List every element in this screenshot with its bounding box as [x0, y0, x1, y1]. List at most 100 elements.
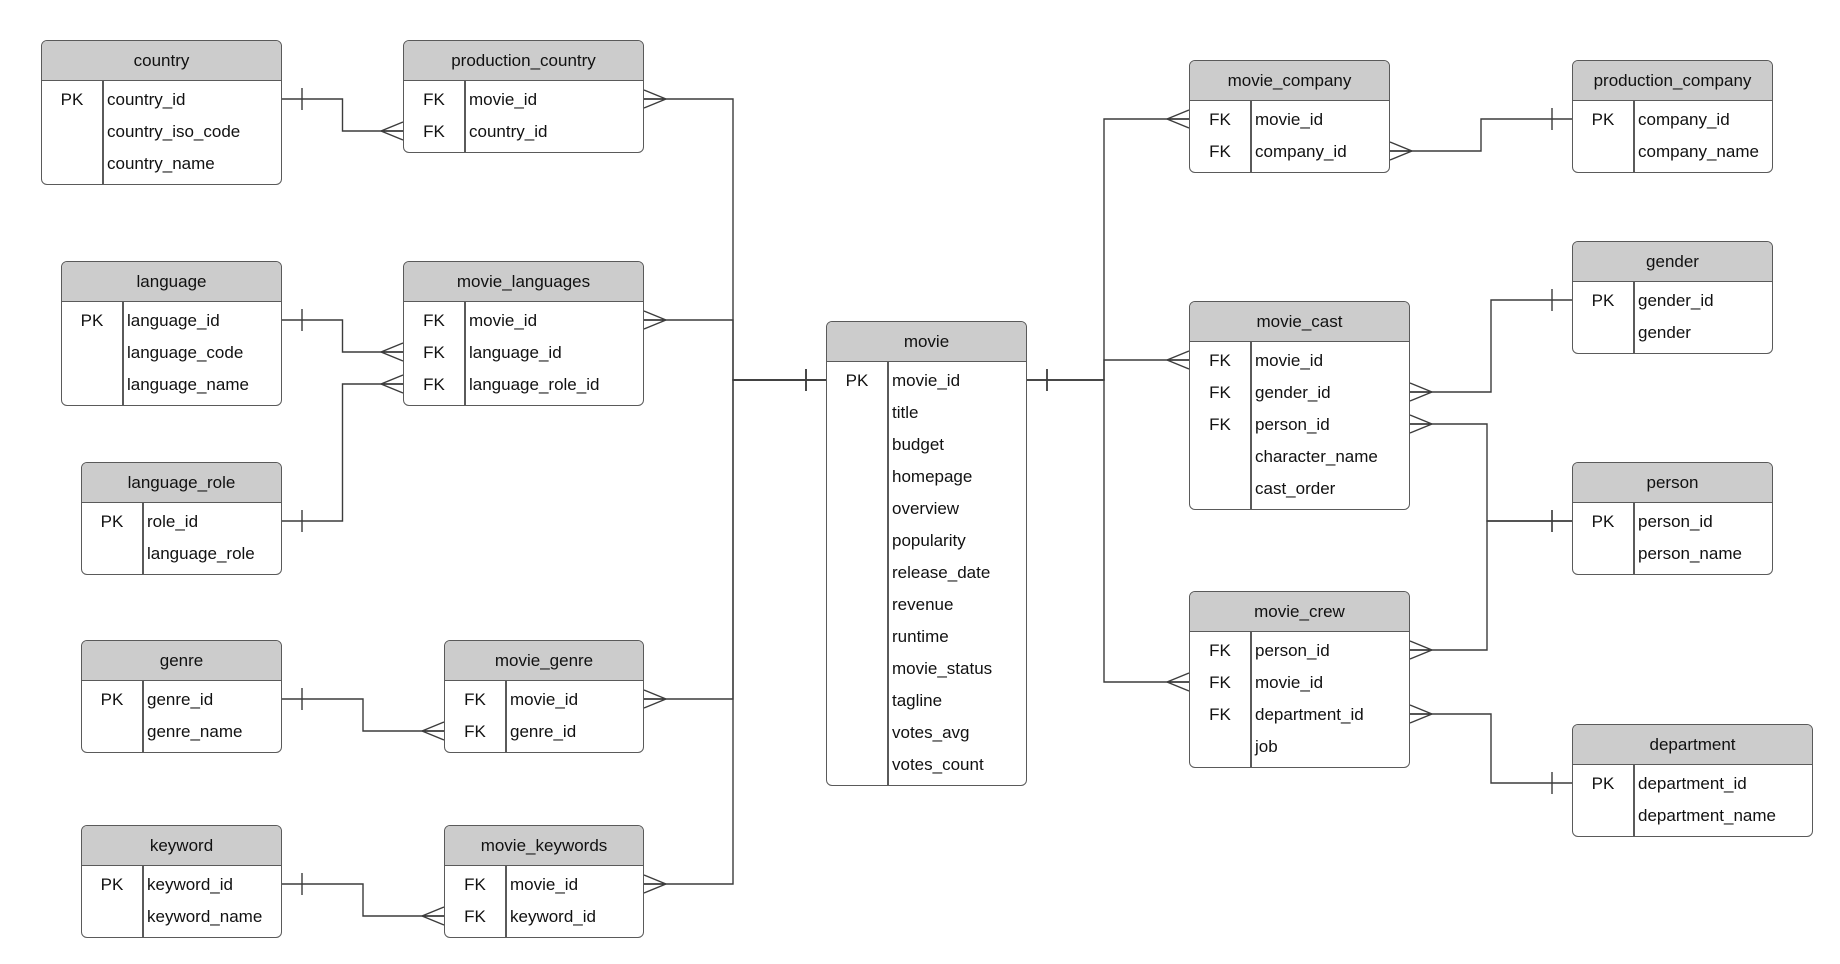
column-divider [142, 866, 144, 937]
table-title: language [62, 262, 281, 302]
column-divider [1250, 342, 1252, 509]
column-name: title [892, 403, 919, 422]
column-name: person_id [1255, 641, 1330, 660]
column-name: keyword_name [147, 907, 263, 926]
column-name: department_id [1255, 705, 1364, 724]
table-title: production_company [1573, 61, 1772, 101]
column-divider [1250, 101, 1252, 172]
column-name: company_name [1638, 142, 1759, 161]
key-label: PK [60, 90, 84, 109]
table-title: movie_languages [404, 262, 643, 302]
relationship-movie-languages-language-id [282, 309, 404, 362]
relationship-movie-cast-gender-id [1409, 289, 1572, 402]
column-divider [1633, 101, 1635, 172]
key-label: FK [423, 375, 445, 394]
relationship-movie-company-company-id [1389, 108, 1572, 161]
column-name: homepage [892, 467, 973, 486]
relationship-movie-crew-movie-id [1027, 369, 1190, 692]
table-title: keyword [82, 826, 281, 866]
column-name: popularity [892, 531, 966, 550]
column-divider [142, 681, 144, 752]
key-label: FK [423, 122, 445, 141]
column-name: movie_id [469, 311, 538, 330]
column-name: role_id [147, 512, 199, 531]
many-marker [421, 721, 445, 741]
key-label: FK [1209, 673, 1231, 692]
column-name: tagline [892, 691, 943, 710]
column-divider [505, 681, 507, 752]
table-row: runtime [827, 621, 1026, 653]
relationship-movie-crew-person-id [1409, 510, 1572, 660]
key-label: FK [1209, 383, 1231, 402]
column-name: company_id [1638, 110, 1730, 129]
table-row: language_name [62, 369, 281, 401]
column-name: movie_id [510, 690, 579, 709]
column-name: language_role_id [469, 375, 600, 394]
table-row: FK department_id [1190, 699, 1409, 731]
column-divider [1633, 765, 1635, 836]
column-name: person_id [1255, 415, 1330, 434]
relationship-movie-languages-movie-id [643, 310, 826, 391]
table-row: job [1190, 731, 1409, 763]
table-title: production_country [404, 41, 643, 81]
key-label: FK [1209, 705, 1231, 724]
table-title: language_role [82, 463, 281, 503]
table-row: homepage [827, 461, 1026, 493]
column-name: movie_id [892, 371, 961, 390]
table-row: votes_count [827, 749, 1026, 781]
table-row: genre_name [82, 716, 281, 748]
table-title: movie_crew [1190, 592, 1409, 632]
column-name: gender [1638, 323, 1691, 342]
table-row: tagline [827, 685, 1026, 717]
table-row: gender [1573, 317, 1772, 349]
column-name: movie_id [510, 875, 579, 894]
column-divider [1633, 282, 1635, 353]
table-title: person [1573, 463, 1772, 503]
key-label: FK [1209, 351, 1231, 370]
table-title: movie_cast [1190, 302, 1409, 342]
column-name: votes_count [892, 755, 984, 774]
relationship-movie-cast-person-id [1409, 414, 1572, 532]
table-row: language_role [82, 538, 281, 570]
key-label: FK [1209, 415, 1231, 434]
column-name: department_name [1638, 806, 1776, 825]
many-marker [380, 342, 404, 362]
column-divider [464, 81, 466, 152]
column-name: character_name [1255, 447, 1378, 466]
many-marker [1409, 414, 1433, 434]
many-marker [380, 121, 404, 141]
column-name: job [1255, 737, 1278, 756]
table-row: movie_status [827, 653, 1026, 685]
relationship-movie-keywords-movie-id [643, 369, 826, 894]
many-marker [380, 374, 404, 394]
column-name: language_code [127, 343, 244, 362]
